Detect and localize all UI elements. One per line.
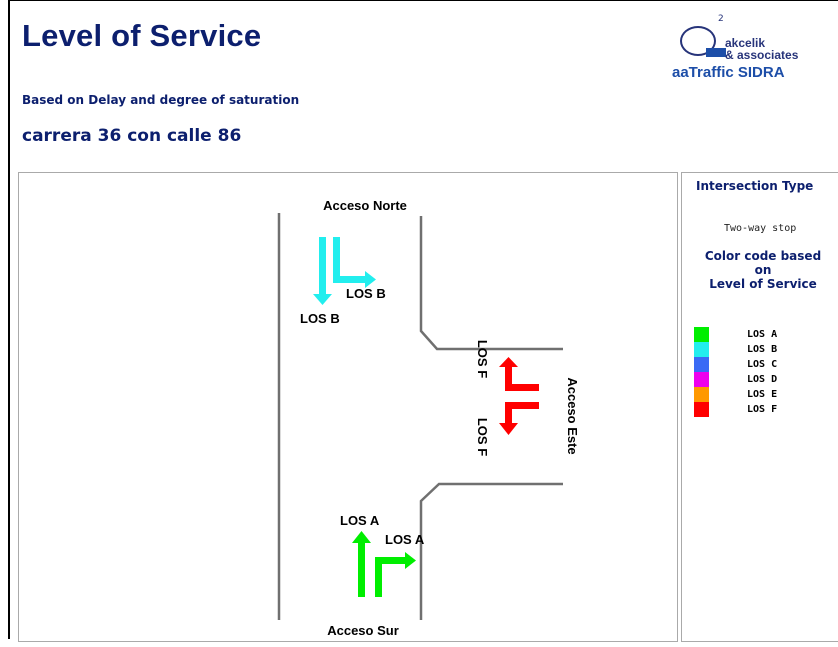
east-arrows xyxy=(499,357,539,435)
legend-item: LOS B xyxy=(694,342,777,357)
los-north-right: LOS B xyxy=(346,286,386,301)
logo-superscript: 2 xyxy=(718,14,724,24)
legend-label: LOS F xyxy=(747,404,778,415)
approach-north-label: Acceso Norte xyxy=(323,198,407,213)
los-south-through: LOS A xyxy=(340,513,380,528)
legend-code-line3: Level of Service xyxy=(709,277,817,291)
site-name: carrera 36 con calle 86 xyxy=(22,126,242,146)
legend-panel: Intersection Type Two-way stop Color cod… xyxy=(681,172,838,642)
legend-label: LOS E xyxy=(747,389,778,400)
south-east-curb xyxy=(419,482,563,620)
north-arrows xyxy=(313,237,376,305)
legend-label: LOS B xyxy=(747,344,778,355)
legend-item: LOS A xyxy=(694,327,777,342)
los-south-right: LOS A xyxy=(385,532,425,547)
legend-swatch xyxy=(694,342,709,357)
legend-item: LOS F xyxy=(694,402,777,417)
intersection-svg: Acceso Norte Acceso Sur Acceso Este LOS … xyxy=(277,198,580,638)
approach-east-label: Acceso Este xyxy=(565,377,580,454)
legend-title: Intersection Type xyxy=(696,179,814,193)
legend-item: LOS D xyxy=(694,372,777,387)
intersection-type: Two-way stop xyxy=(724,223,797,234)
window-border-left xyxy=(8,0,10,639)
logo-line1: akcelik xyxy=(725,36,766,50)
north-east-curb xyxy=(419,216,563,351)
legend-label: LOS C xyxy=(747,359,778,370)
approach-south-label: Acceso Sur xyxy=(327,623,399,638)
logo-circle-icon xyxy=(680,26,716,56)
legend-swatch xyxy=(694,372,709,387)
legend-list: LOS A LOS B LOS C LOS D LOS E LOS F xyxy=(694,327,777,417)
logo-bar-icon xyxy=(706,48,726,57)
los-east-right: LOS F xyxy=(475,418,490,456)
logo-line2: & associates xyxy=(725,48,799,62)
south-arrows xyxy=(352,531,416,597)
page-subtitle: Based on Delay and degree of saturation xyxy=(22,93,300,107)
legend-item: LOS E xyxy=(694,387,777,402)
legend-swatch xyxy=(694,387,709,402)
legend-item: LOS C xyxy=(694,357,777,372)
legend-label: LOS D xyxy=(747,374,778,385)
window-border-top xyxy=(8,0,838,1)
legend-color-code: Color code based on Level of Service xyxy=(690,249,836,291)
legend-swatch xyxy=(694,357,709,372)
intersection-diagram: Acceso Norte Acceso Sur Acceso Este LOS … xyxy=(18,172,678,642)
sidra-logo: 2 akcelik & associates aaTraffic SIDRA xyxy=(672,14,838,86)
legend-label: LOS A xyxy=(747,329,778,340)
legend-code-line2: on xyxy=(754,263,772,277)
los-north-through: LOS B xyxy=(300,311,340,326)
legend-code-line1: Color code based xyxy=(704,249,822,263)
logo-brand: aaTraffic SIDRA xyxy=(672,64,785,81)
legend-swatch xyxy=(694,327,709,342)
legend-swatch xyxy=(694,402,709,417)
los-east-left: LOS F xyxy=(475,340,490,378)
page-title: Level of Service xyxy=(22,18,262,53)
